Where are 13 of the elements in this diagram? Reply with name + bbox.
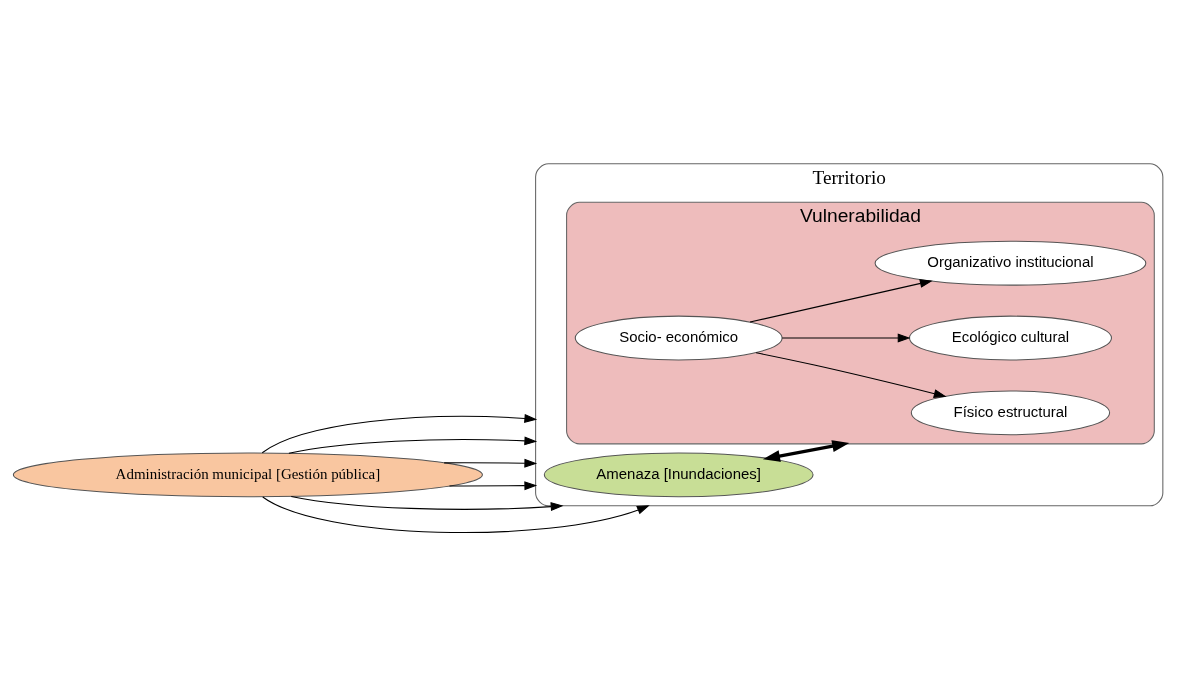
arrow [262, 495, 650, 533]
arrow [781, 333, 911, 343]
arrow [762, 439, 850, 462]
node-ellipse: Ecológico cultural [908, 315, 1112, 360]
arrow [290, 495, 564, 511]
arrow [755, 351, 947, 398]
arrow [288, 435, 538, 454]
arrow [448, 480, 538, 490]
node-ellipse: Socio- económico [574, 315, 783, 360]
node-ellipse: Administración municipal [Gestión pública] [12, 451, 483, 497]
arrow [261, 413, 538, 453]
arrow [443, 458, 538, 468]
arrow [749, 278, 933, 323]
